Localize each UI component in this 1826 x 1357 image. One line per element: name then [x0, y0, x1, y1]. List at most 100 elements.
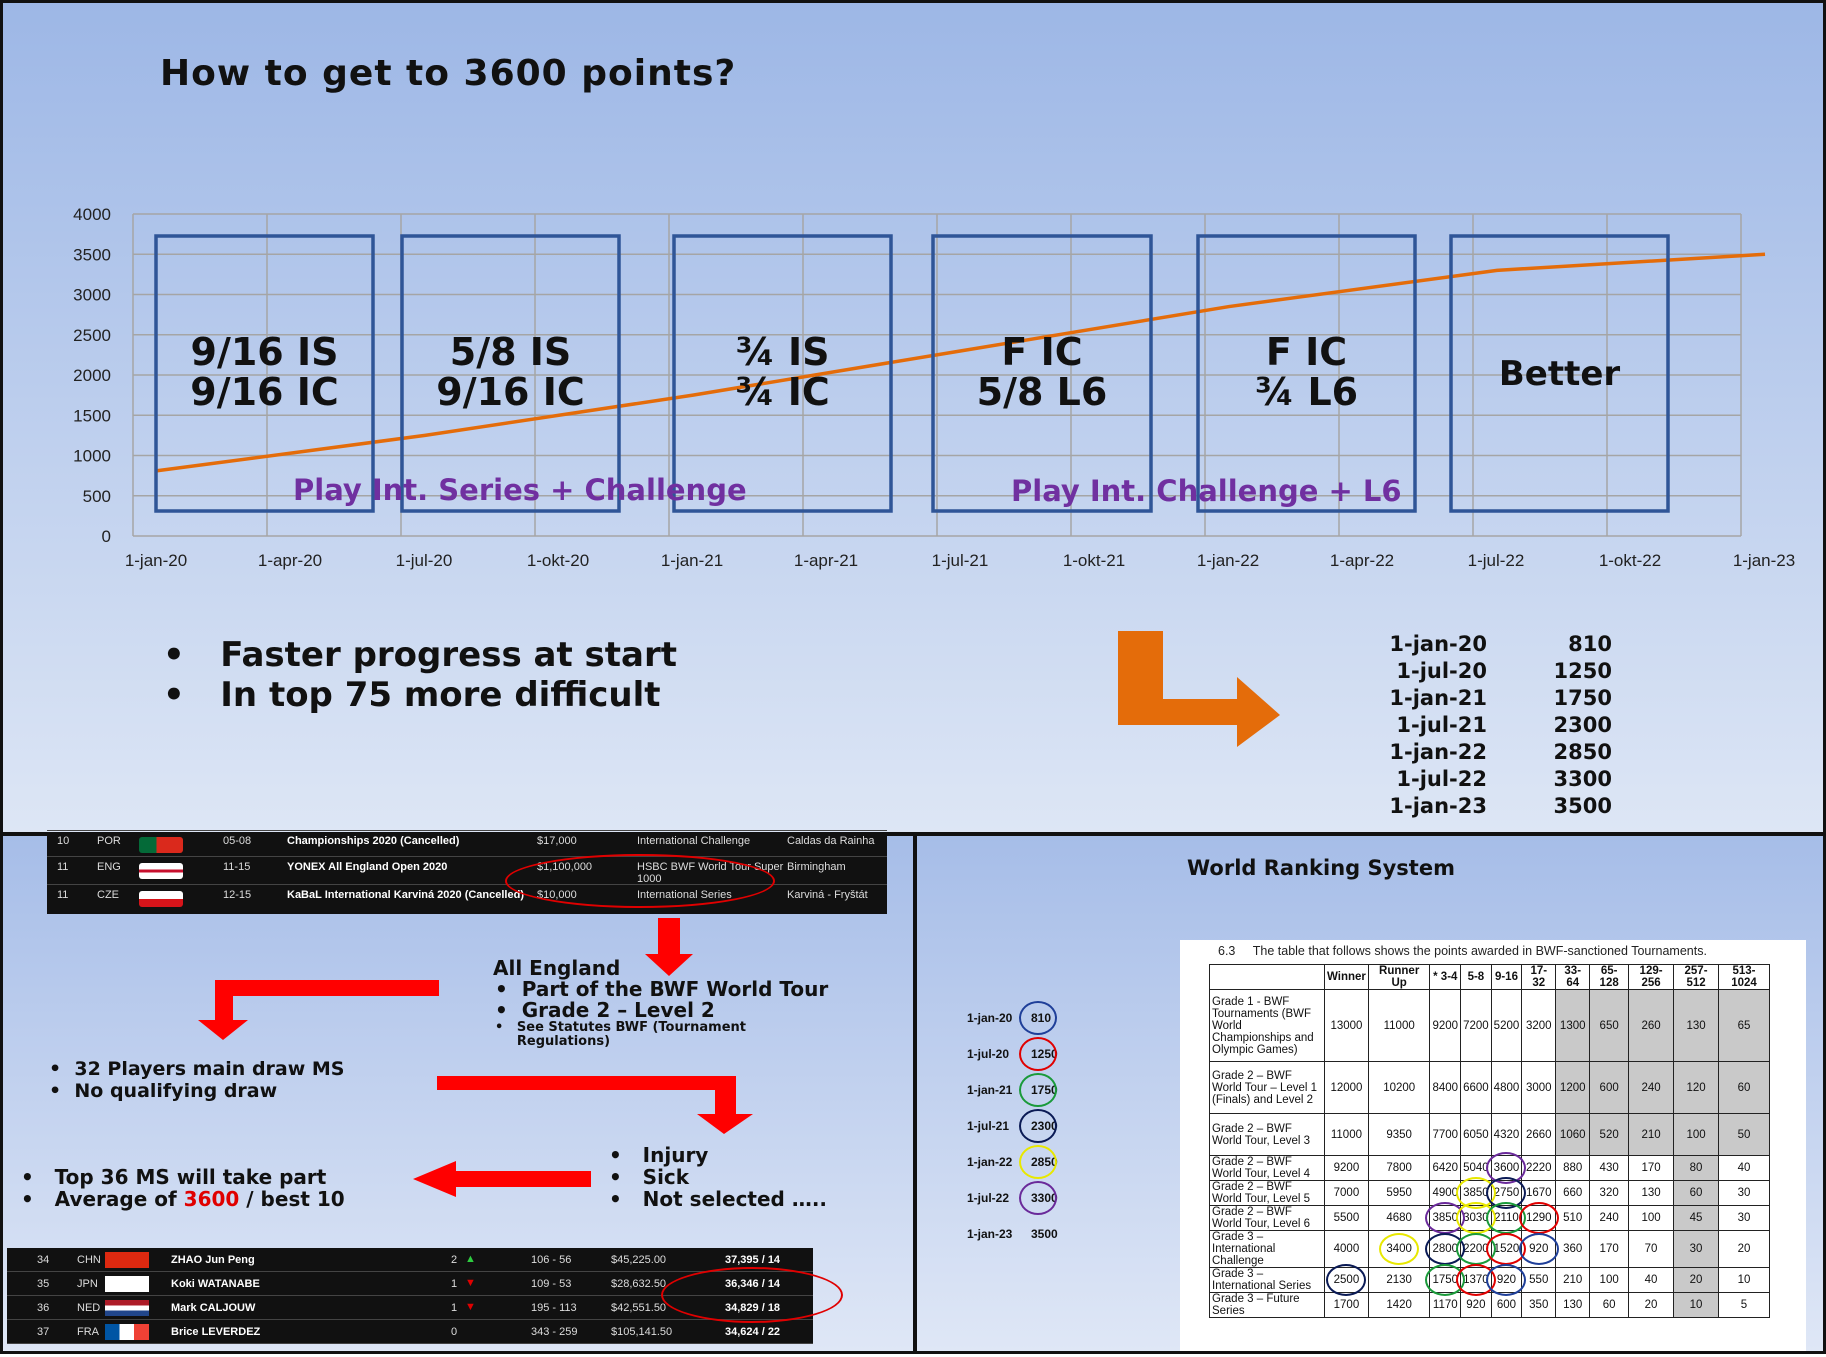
points-cell: 8400 — [1430, 1062, 1461, 1114]
points-cell: 60 — [1590, 1293, 1629, 1318]
x-tick-label: 1-apr-22 — [1330, 551, 1394, 570]
points-cell: 7000 — [1325, 1181, 1369, 1206]
flag-icon — [105, 1276, 149, 1292]
points-cell: 9200 — [1430, 990, 1461, 1062]
points-cell: 210 — [1629, 1114, 1674, 1156]
table-header-cell: Runner Up — [1368, 965, 1430, 990]
y-tick-label: 0 — [102, 527, 111, 546]
points-cell: 6420 — [1430, 1156, 1461, 1181]
x-tick-label: 1-jul-22 — [1468, 551, 1525, 570]
table-header-cell: 257-512 — [1674, 965, 1719, 990]
target-points: 810 — [1487, 631, 1612, 658]
y-tick-label: 1000 — [73, 447, 111, 466]
table-row: Grade 1 - BWF Tournaments (BWF World Cha… — [1210, 990, 1770, 1062]
x-tick-label: 1-okt-21 — [1063, 551, 1125, 570]
points-cell: 40 — [1629, 1268, 1674, 1293]
points-cell: 880 — [1556, 1156, 1590, 1181]
points-cell: 1170 — [1430, 1293, 1461, 1318]
points-cell: 20 — [1629, 1293, 1674, 1318]
table-header-cell: 9-16 — [1491, 965, 1522, 990]
legend-date: 1-jan-20 — [967, 1011, 1012, 1025]
grade-cell: Grade 2 – BWF World Tour, Level 4 — [1210, 1156, 1325, 1181]
points-cell: 4680 — [1368, 1206, 1430, 1231]
points-chart: 400035003000250020001500100050001-jan-20… — [3, 3, 1823, 583]
points-cell: 120 — [1674, 1062, 1719, 1114]
legend-date: 1-jul-20 — [967, 1047, 1009, 1061]
grade-cell: Grade 1 - BWF Tournaments (BWF World Cha… — [1210, 990, 1325, 1062]
points-cell: 170 — [1629, 1156, 1674, 1181]
points-cell: 70 — [1629, 1231, 1674, 1268]
table-header-cell: * 3-4 — [1430, 965, 1461, 990]
x-tick-label: 1-apr-21 — [794, 551, 858, 570]
legend-circle — [1019, 1001, 1057, 1035]
ranking-cell: 37,395 / 14 — [725, 1254, 780, 1266]
points-cell: 320 — [1590, 1181, 1629, 1206]
ranking-cell: $28,632.50 — [611, 1278, 666, 1290]
x-tick-label: 1-apr-20 — [258, 551, 322, 570]
ranking-cell: $105,141.50 — [611, 1326, 672, 1338]
strategy-box-label: 9/16 IC — [190, 370, 338, 414]
legend-circle — [1019, 1073, 1057, 1107]
strategy-box-label: 9/16 IC — [436, 370, 584, 414]
points-cell: 130 — [1674, 990, 1719, 1062]
points-cell: 7200 — [1461, 990, 1492, 1062]
strategy-box: F IC5/8 L6 — [933, 236, 1151, 511]
strategy-box: 5/8 IS9/16 IC — [402, 236, 619, 511]
legend-date: 1-jan-22 — [967, 1155, 1012, 1169]
bullet-list: • Faster progress at start • In top 75 m… — [163, 635, 677, 715]
ranking-cell: 37 — [37, 1326, 49, 1338]
points-cell: 13000 — [1325, 990, 1369, 1062]
points-cell: 240 — [1629, 1062, 1674, 1114]
target-points: 2300 — [1487, 712, 1612, 739]
points-cell: 60 — [1674, 1181, 1719, 1206]
points-cell: 4800 — [1491, 1062, 1522, 1114]
y-tick-label: 3000 — [73, 286, 111, 305]
y-tick-label: 3500 — [73, 245, 111, 264]
x-tick-label: 1-okt-22 — [1599, 551, 1661, 570]
ranking-cell: 0 — [451, 1326, 457, 1338]
ranking-cell: 195 - 113 — [531, 1302, 577, 1314]
table-header-cell — [1210, 965, 1325, 990]
all-england-info: All England • Part of the BWF World Tour… — [493, 958, 828, 1049]
ranking-cell: 34 — [37, 1254, 49, 1266]
points-cell: 5200 — [1491, 990, 1522, 1062]
points-cell: 5950 — [1368, 1181, 1430, 1206]
ranking-cell: 109 - 53 — [531, 1278, 571, 1290]
legend-circle — [1019, 1181, 1057, 1215]
target-date: 1-jan-21 — [1383, 685, 1487, 712]
points-cell: 130 — [1556, 1293, 1590, 1318]
points-cell: 9200 — [1325, 1156, 1369, 1181]
flag-icon — [105, 1300, 149, 1316]
points-cell: 6600 — [1461, 1062, 1492, 1114]
points-cell: 3000 — [1522, 1062, 1556, 1114]
y-tick-label: 2500 — [73, 326, 111, 345]
table-header-cell: 129-256 — [1629, 965, 1674, 990]
highlight-circle — [661, 1267, 843, 1323]
reasons-list: • Injury • Sick • Not selected ….. — [609, 1144, 827, 1210]
grade-cell: Grade 2 – BWF World Tour, Level 5 — [1210, 1181, 1325, 1206]
points-cell: 130 — [1629, 1181, 1674, 1206]
y-tick-label: 4000 — [73, 205, 111, 224]
strategy-box-label: 5/8 IS — [450, 330, 572, 374]
target-points: 1750 — [1487, 685, 1612, 712]
points-cell: 350 — [1522, 1293, 1556, 1318]
points-cell: 1060 — [1556, 1114, 1590, 1156]
points-cell: 1300 — [1556, 990, 1590, 1062]
ranking-cell: 343 - 259 — [531, 1326, 577, 1338]
points-cell: 600 — [1491, 1293, 1522, 1318]
points-cell: 100 — [1590, 1268, 1629, 1293]
ranking-cell: Koki WATANABE — [171, 1278, 260, 1290]
target-date: 1-jan-22 — [1383, 739, 1487, 766]
points-cell: 6050 — [1461, 1114, 1492, 1156]
points-cell: 600 — [1590, 1062, 1629, 1114]
table-row: Grade 2 – BWF World Tour – Level 1 (Fina… — [1210, 1062, 1770, 1114]
strategy-box-label: F IC — [1001, 330, 1082, 374]
points-cell: 10 — [1674, 1293, 1719, 1318]
